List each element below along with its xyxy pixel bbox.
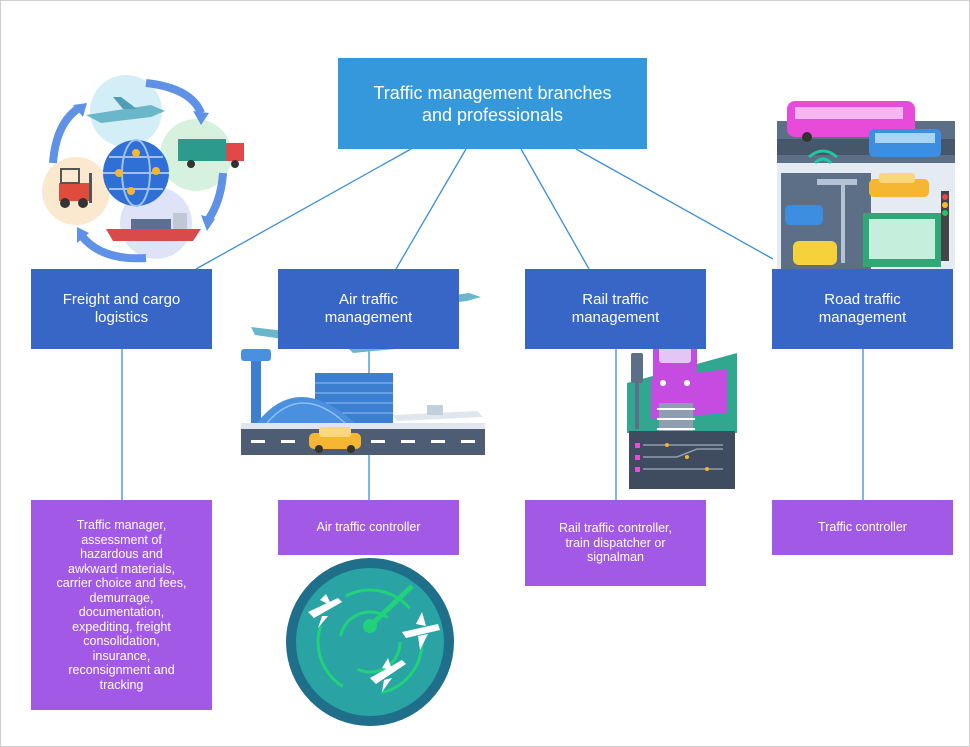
freight-cycle-icon <box>42 75 244 263</box>
roles-rail-traffic: Rail traffic controller, train dispatche… <box>525 500 706 586</box>
branch-freight-cargo: Freight and cargo logistics <box>31 269 212 349</box>
branch-road-traffic: Road traffic management <box>772 269 953 349</box>
roles-air-traffic: Air traffic controller <box>278 500 459 555</box>
connector-root-road <box>575 148 774 260</box>
roles-freight-cargo: Traffic manager, assessment of hazardous… <box>31 500 212 710</box>
city-road-icon <box>777 101 955 269</box>
root-node: Traffic management branches and professi… <box>338 58 647 149</box>
connector-root-freight <box>195 148 412 270</box>
branch-rail-traffic: Rail traffic management <box>525 269 706 349</box>
train-icon <box>627 335 737 489</box>
roles-road-traffic: Traffic controller <box>772 500 953 555</box>
connector-root-rail <box>520 148 590 270</box>
radar-icon <box>286 558 454 726</box>
connector-root-air <box>395 148 467 270</box>
branch-air-traffic: Air traffic management <box>278 269 459 349</box>
